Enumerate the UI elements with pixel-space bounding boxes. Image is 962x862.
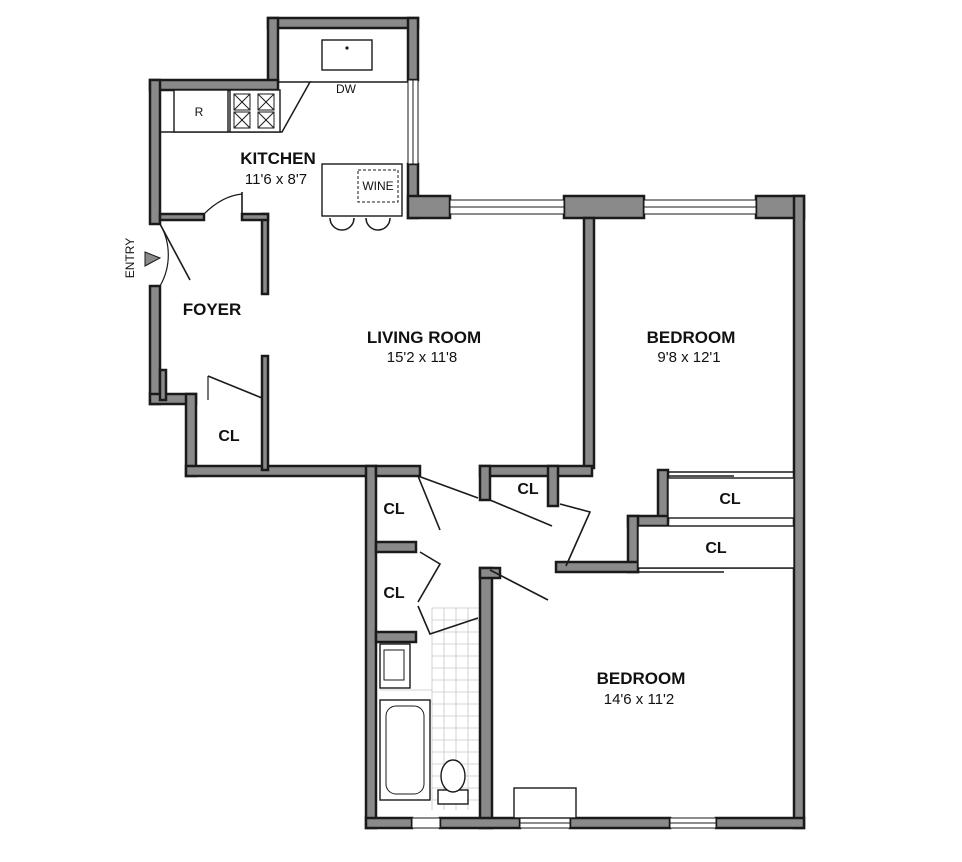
bedroom-1-dims: 9'8 x 12'1	[657, 349, 720, 366]
bathtub-icon	[379, 699, 431, 801]
stove-icon	[229, 89, 281, 133]
bedroom-2-dims: 14'6 x 11'2	[604, 691, 675, 708]
dishwasher-label: DW	[336, 82, 357, 96]
kitchen-dims: 11'6 x 8'7	[245, 171, 307, 188]
wine-fridge-icon	[357, 169, 399, 203]
living-room-dims: 15'2 x 11'8	[387, 349, 458, 366]
living-room-label: LIVING ROOM	[367, 328, 481, 347]
windows	[407, 79, 757, 829]
walls	[148, 16, 806, 830]
foyer-label: FOYER	[183, 300, 242, 319]
closet-label-hall-small: CL	[517, 481, 539, 498]
kitchen-fixtures	[160, 39, 408, 231]
bedroom-1-label: BEDROOM	[647, 328, 736, 347]
bathroom-fixtures	[379, 643, 577, 819]
entry-label: ENTRY	[123, 238, 137, 278]
wine-label: WINE	[362, 179, 393, 193]
bedroom-2-label: BEDROOM	[597, 669, 686, 688]
stool-icon	[329, 217, 355, 231]
closet-label-bedroom-lower: CL	[705, 540, 727, 557]
bathroom-window	[411, 817, 441, 829]
closet-label-bedroom-upper: CL	[719, 491, 741, 508]
closet-bedroom-1-upper	[667, 477, 795, 519]
kitchen-island	[321, 163, 403, 217]
doors	[144, 192, 795, 635]
closet-label-foyer: CL	[218, 428, 240, 445]
closet-label-hall-2: CL	[383, 585, 405, 602]
kitchen-label: KITCHEN	[240, 149, 316, 168]
bathroom-sink-icon	[379, 643, 411, 689]
closet-label-hall-1: CL	[383, 501, 405, 518]
refrigerator-icon	[173, 89, 229, 133]
radiator-icon	[513, 787, 577, 819]
stool-icon	[365, 217, 391, 231]
labels: KITCHEN 11'6 x 8'7 LIVING ROOM 15'2 x 11…	[123, 82, 741, 708]
toilet-icon	[440, 759, 466, 793]
refrigerator-label: R	[195, 105, 204, 119]
entry-arrow-icon	[144, 251, 162, 267]
sink-icon	[321, 39, 373, 71]
closet-bedroom-1-lower	[637, 525, 795, 569]
